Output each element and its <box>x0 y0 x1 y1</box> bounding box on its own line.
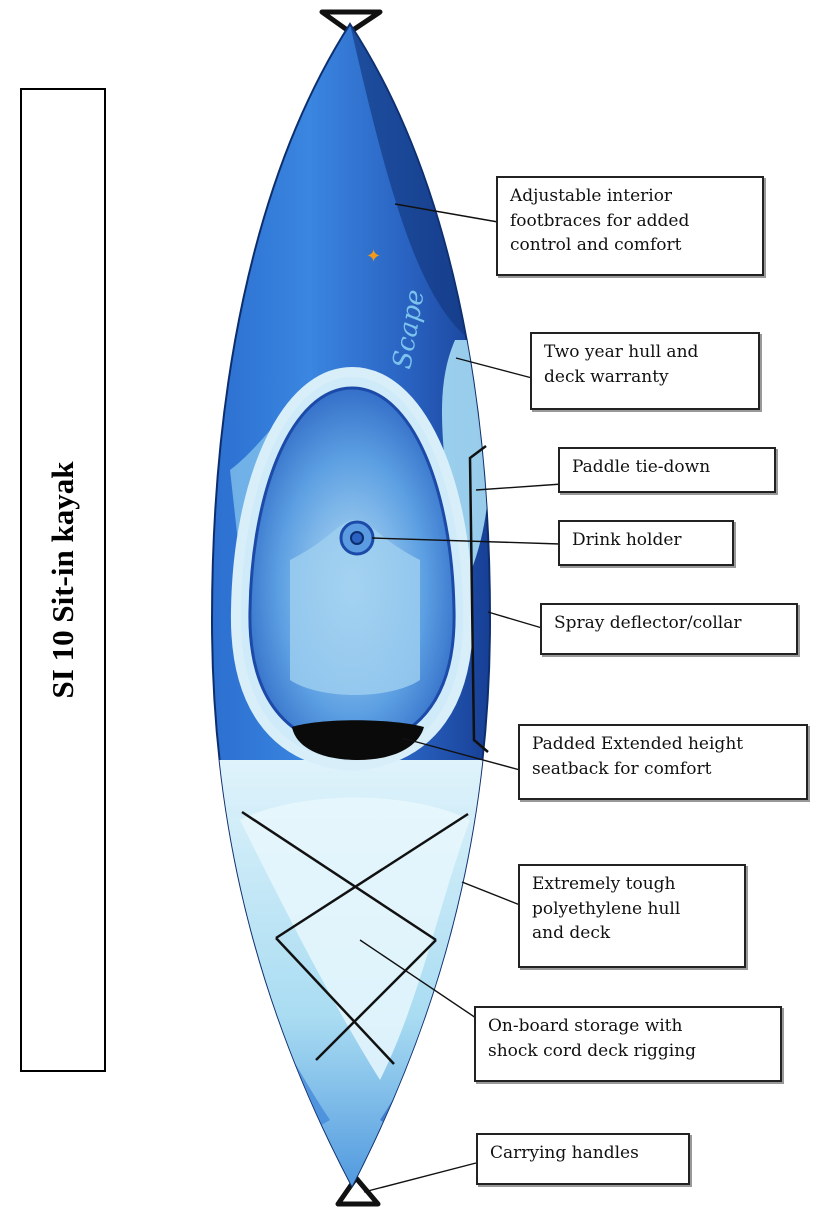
callout-warranty: Two year hull and deck warranty <box>530 332 760 410</box>
callout-warranty-line-1: Two year hull and <box>544 340 746 365</box>
callout-drink-holder: Drink holder <box>558 520 734 566</box>
callout-spray-deflector-line-1: Spray deflector/collar <box>554 611 784 636</box>
callout-handles-line-1: Carrying handles <box>490 1141 676 1166</box>
callout-seatback-line-1: Padded Extended height <box>532 732 794 757</box>
callout-handles: Carrying handles <box>476 1133 690 1185</box>
callout-hull-line-1: Extremely tough <box>532 872 732 897</box>
callout-drink-holder-line-1: Drink holder <box>572 528 720 553</box>
callout-seatback: Padded Extended height seatback for comf… <box>518 724 808 800</box>
callout-paddle-tie-down-line-1: Paddle tie-down <box>572 455 762 480</box>
callout-spray-deflector: Spray deflector/collar <box>540 603 798 655</box>
callout-hull-line-2: polyethylene hull <box>532 897 732 922</box>
callout-hull-line-3: and deck <box>532 921 732 946</box>
callout-footbraces: Adjustable interior footbraces for added… <box>496 176 764 276</box>
callout-storage-line-1: On-board storage with <box>488 1014 768 1039</box>
callout-warranty-line-2: deck warranty <box>544 365 746 390</box>
drink-holder-fixture <box>341 522 373 554</box>
callout-seatback-line-2: seatback for comfort <box>532 757 794 782</box>
callout-paddle-tie-down: Paddle tie-down <box>558 447 776 493</box>
callout-footbraces-line-1: Adjustable interior <box>510 184 750 209</box>
stern-handle <box>338 1178 378 1204</box>
callout-hull: Extremely tough polyethylene hull and de… <box>518 864 746 968</box>
accent-star: ✦ <box>366 246 381 267</box>
callout-storage: On-board storage with shock cord deck ri… <box>474 1006 782 1082</box>
callout-footbraces-line-3: control and comfort <box>510 233 750 258</box>
cockpit <box>236 372 468 766</box>
callout-storage-line-2: shock cord deck rigging <box>488 1039 768 1064</box>
callout-footbraces-line-2: footbraces for added <box>510 209 750 234</box>
